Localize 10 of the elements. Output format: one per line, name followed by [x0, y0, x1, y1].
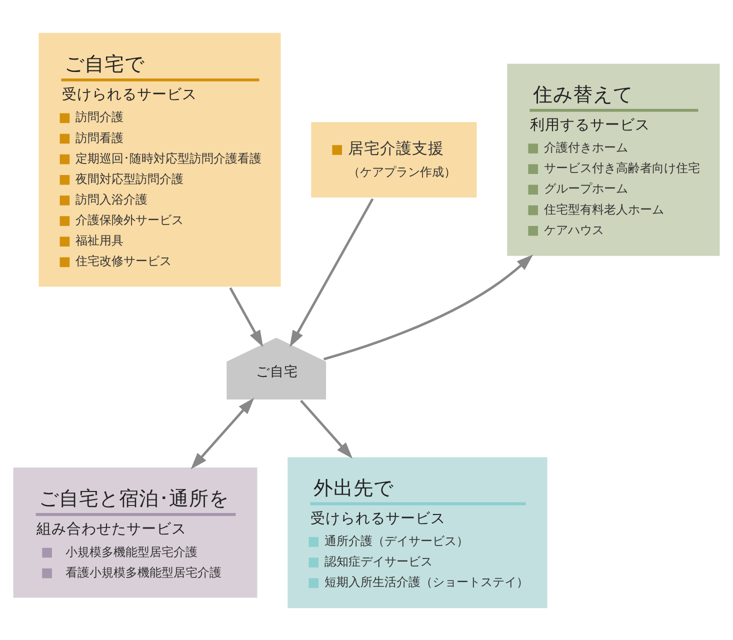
- arrow: [300, 399, 353, 458]
- arrow: [190, 397, 254, 469]
- node-box: ご自宅で 受けられるサービス 訪問介護 訪問看護 定期巡回･随時対応型訪問介護看護 夜間対応型訪問介護 訪問入浴介護 介護保険外サービス 福祉用具 住宅改修サービス: [36, 30, 283, 288]
- node-box: 外出先で 受けられるサービス 通所介護（デイサービス） 認知症デイサービス 短期入所生活介護（ショートステイ）: [286, 454, 550, 610]
- arrow: [290, 198, 374, 347]
- arrow: [323, 254, 534, 360]
- node-box: 居宅介護支援 （ケアプラン作成）: [309, 120, 479, 199]
- node-box: 住み替えて 利用するサービス 介護付きホーム サービス付き高齢者向け住宅 グループホーム 住宅型有料老人ホーム ケアハウス: [505, 61, 722, 258]
- arrow: [229, 286, 264, 347]
- node-box: ご自宅と宿泊･通所を 組み合わせたサービス 小規模多機能型居宅介護 看護小規模多機能型居宅介護: [11, 465, 260, 600]
